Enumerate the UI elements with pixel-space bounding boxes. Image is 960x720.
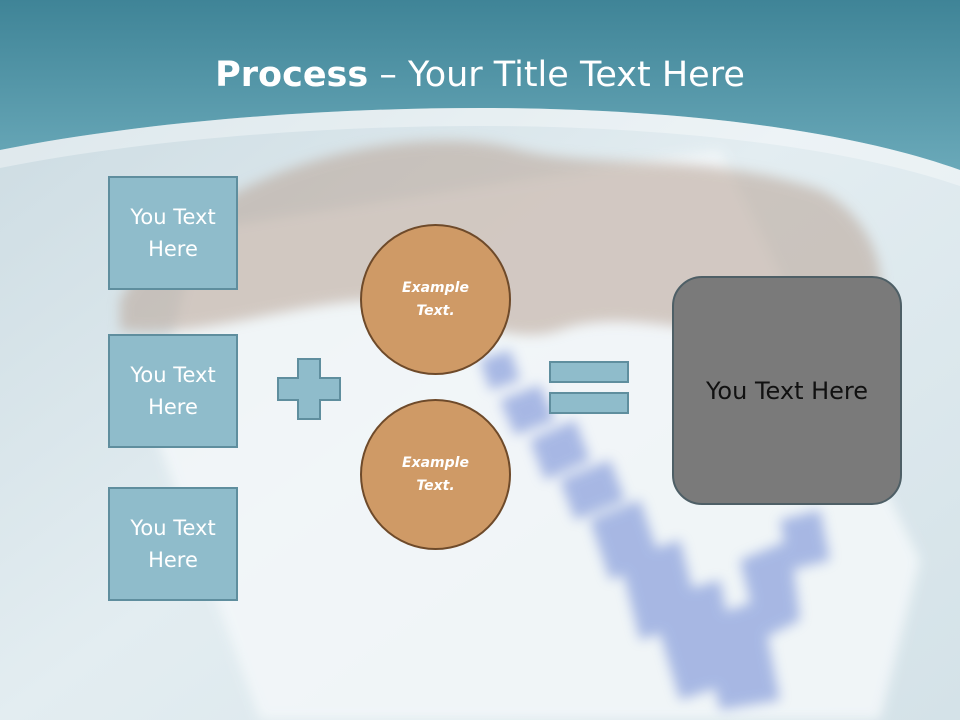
plus-icon bbox=[277, 358, 341, 420]
text-box-2: You Text Here bbox=[108, 334, 238, 448]
text-box-3: You Text Here bbox=[108, 487, 238, 601]
result-label: You Text Here bbox=[705, 376, 869, 405]
example-circle-2: Example Text. bbox=[360, 399, 511, 550]
text-box-label: You Text Here bbox=[130, 516, 216, 572]
result-box: You Text Here bbox=[672, 276, 902, 505]
text-box-label: You Text Here bbox=[130, 363, 216, 419]
circle-label: Example Text. bbox=[402, 454, 469, 494]
equals-icon bbox=[549, 361, 629, 414]
circle-label: Example Text. bbox=[402, 279, 469, 319]
text-box-label: You Text Here bbox=[130, 205, 216, 261]
text-box-1: You Text Here bbox=[108, 176, 238, 290]
example-circle-1: Example Text. bbox=[360, 224, 511, 375]
title-rest: – Your Title Text Here bbox=[368, 55, 745, 95]
title-strong: Process bbox=[215, 55, 369, 95]
slide-title: Process – Your Title Text Here bbox=[0, 52, 960, 98]
